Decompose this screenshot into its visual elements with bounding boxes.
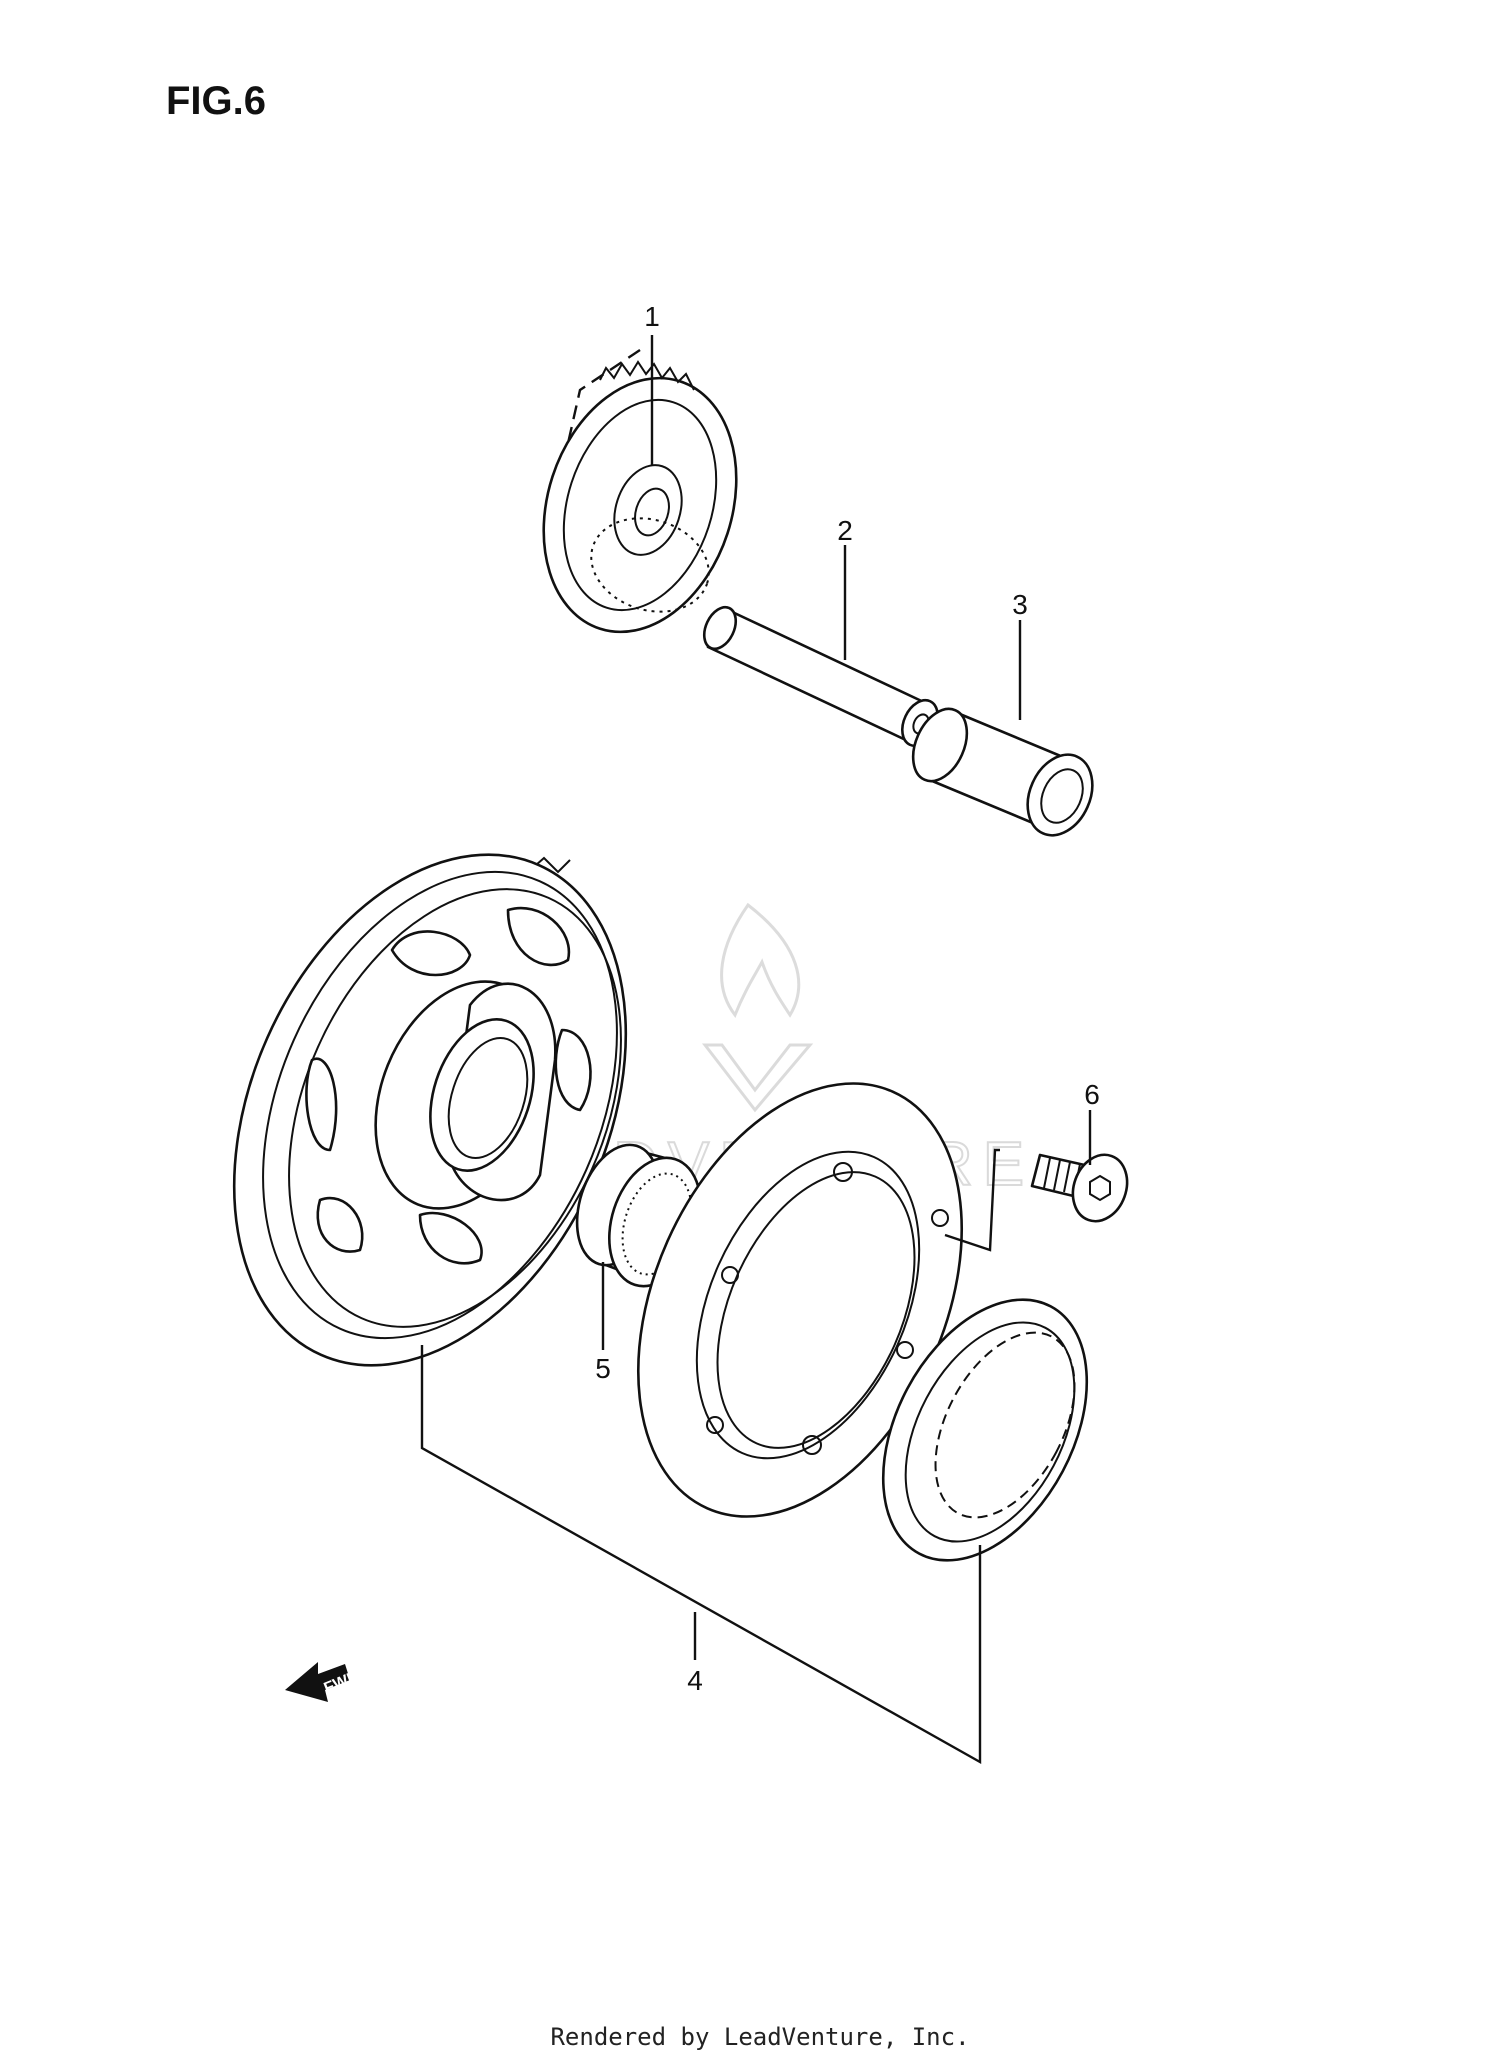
- forward-arrow-icon: FWD: [285, 1662, 362, 1702]
- part-5-needle-bearing: [575, 1143, 702, 1288]
- callouts: 1 2 3 4 5 6: [595, 301, 1100, 1696]
- part-4-large-gear: [232, 853, 628, 1367]
- callout-3: 3: [1012, 589, 1028, 620]
- part-3-sleeve: [911, 707, 1094, 837]
- callout-4: 4: [687, 1665, 703, 1696]
- callout-2: 2: [837, 515, 853, 546]
- figure-label: FIG.6: [166, 79, 266, 123]
- part-6-bolt: [1030, 1153, 1129, 1223]
- part-1-small-gear: [542, 349, 738, 634]
- callout-5: 5: [595, 1353, 611, 1384]
- part-4-sprag-clutch: [881, 1298, 1089, 1562]
- leader-lines: [420, 335, 1092, 1765]
- footer-credit: Rendered by LeadVenture, Inc.: [550, 2023, 969, 2051]
- callout-1: 1: [644, 301, 660, 332]
- callout-6: 6: [1084, 1079, 1100, 1110]
- part-2-shaft: [702, 605, 939, 748]
